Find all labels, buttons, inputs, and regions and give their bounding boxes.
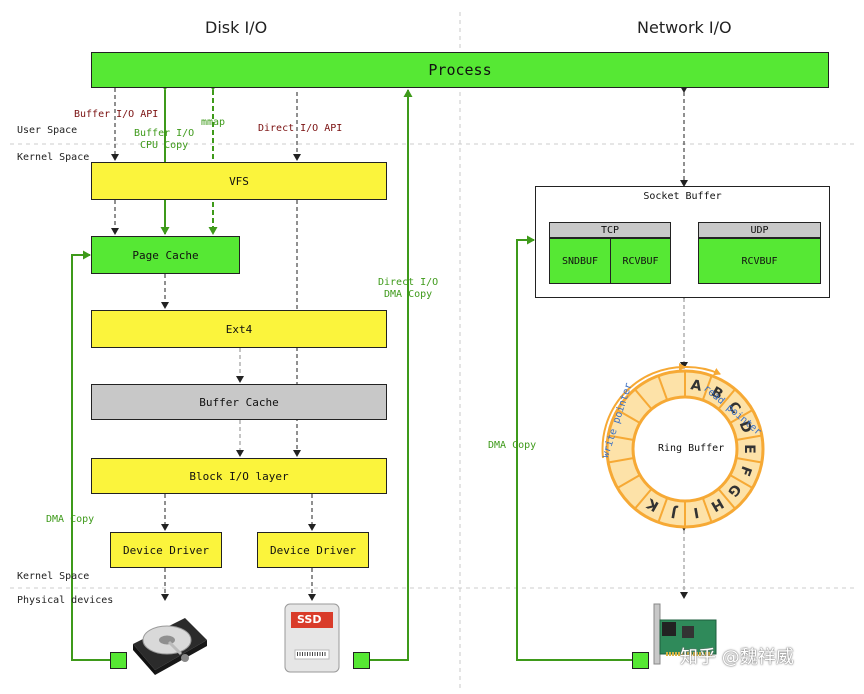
socket-buffer-label: Socket Buffer: [643, 191, 722, 202]
ring-segment-divider: [701, 375, 713, 401]
ring-segment-divider: [717, 488, 736, 510]
kernel-space-label-bottom: Kernel Space: [17, 571, 90, 582]
device-driver-box-2: Device Driver: [257, 532, 369, 568]
dma-copy-net-label: DMA Copy: [488, 440, 537, 451]
ring-segment-divider: [736, 434, 762, 441]
ring-segment-divider: [608, 434, 634, 441]
vfs-box: VFS: [91, 162, 387, 200]
kernel-space-label-top: Kernel Space: [17, 152, 90, 163]
tcp-rcvbuf-box: RCVBUF: [610, 238, 671, 284]
nic-connector-square: [632, 652, 649, 669]
hdd-connector-square: [110, 652, 127, 669]
ring-segment-divider: [717, 388, 736, 410]
device-driver-box-1: Device Driver: [110, 532, 222, 568]
ring-segment-divider: [736, 457, 762, 464]
tcp-header: TCP: [549, 222, 671, 238]
direct-io-api-label: Direct I/O API: [258, 123, 343, 134]
user-space-label: User Space: [17, 125, 78, 136]
read-pointer-arrow: [684, 365, 721, 376]
buffer-io-cpu-copy-label: Buffer I/O CPU Copy: [134, 128, 195, 151]
ring-letter-i: I: [692, 504, 700, 521]
dma-copy-disk-label: DMA Copy: [46, 514, 95, 525]
ring-segment-divider: [729, 474, 754, 489]
hard-disk-icon: [133, 618, 207, 675]
write-pointer-arrow: [601, 362, 686, 459]
mmap-label: mmap: [201, 117, 226, 128]
ext4-box: Ext4: [91, 310, 387, 348]
ssd-connector-square: [353, 652, 370, 669]
ring-segment-divider: [729, 409, 754, 424]
buffer-io-api-label: Buffer I/O API: [74, 109, 159, 120]
ring-letter-a: A: [689, 377, 703, 395]
page-cache-box: Page Cache: [91, 236, 240, 274]
process-box: Process: [91, 52, 829, 88]
ring-segment-divider: [616, 409, 641, 424]
ring-buffer-label: Ring Buffer: [658, 443, 725, 454]
network-io-header: Network I/O: [637, 18, 732, 37]
direct-io-dma-copy-label: Direct I/O DMA Copy: [378, 277, 439, 300]
disk-io-header: Disk I/O: [205, 18, 268, 37]
watermark: 知乎 @魏祥威: [680, 647, 794, 668]
ring-segment-divider: [616, 474, 641, 489]
ring-segment-divider: [657, 497, 669, 523]
block-io-layer-box: Block I/O layer: [91, 458, 387, 494]
ring-segment-divider: [634, 388, 653, 410]
ring-letter-e: E: [741, 444, 757, 454]
ring-segment-divider: [634, 488, 653, 510]
ssd-label: SSD: [297, 613, 322, 626]
ssd-icon: [284, 603, 340, 673]
ring-segment-divider: [701, 497, 713, 523]
udp-header: UDP: [698, 222, 821, 238]
physical-devices-label: Physical devices: [17, 595, 114, 606]
ring-letter-d: D: [736, 419, 755, 435]
buffer-cache-box: Buffer Cache: [91, 384, 387, 420]
ring-segment-divider: [608, 457, 634, 464]
ring-letter-j: J: [670, 504, 679, 521]
udp-rcvbuf-box: RCVBUF: [698, 238, 821, 284]
sndbuf-box: SNDBUF: [549, 238, 611, 284]
network-card-icon: [653, 603, 717, 665]
ring-segment-divider: [657, 375, 669, 401]
